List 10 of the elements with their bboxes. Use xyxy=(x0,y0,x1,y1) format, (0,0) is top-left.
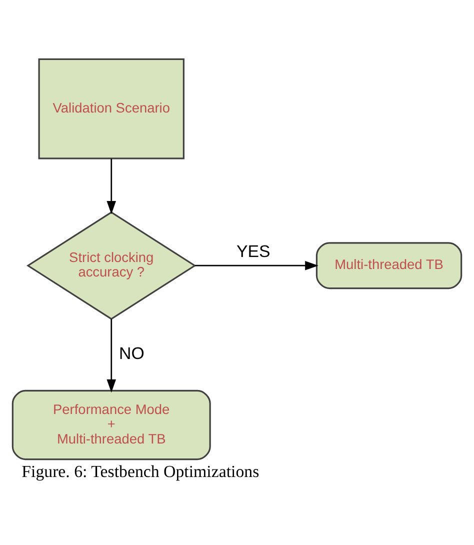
node-diamond: Strict clocking accuracy ? xyxy=(26,210,196,320)
edge-label: YES xyxy=(236,241,270,260)
edge-label: NO xyxy=(119,343,144,362)
caption: Figure. 6: Testbench Optimizations xyxy=(22,462,260,481)
arrow xyxy=(106,158,116,214)
arrow xyxy=(195,260,318,270)
node-box: Multi-threaded TB xyxy=(316,242,462,289)
node-box: Validation Scenario xyxy=(38,58,184,159)
arrow xyxy=(106,318,116,392)
node-box: Performance Mode + Multi-threaded TB xyxy=(12,389,211,460)
